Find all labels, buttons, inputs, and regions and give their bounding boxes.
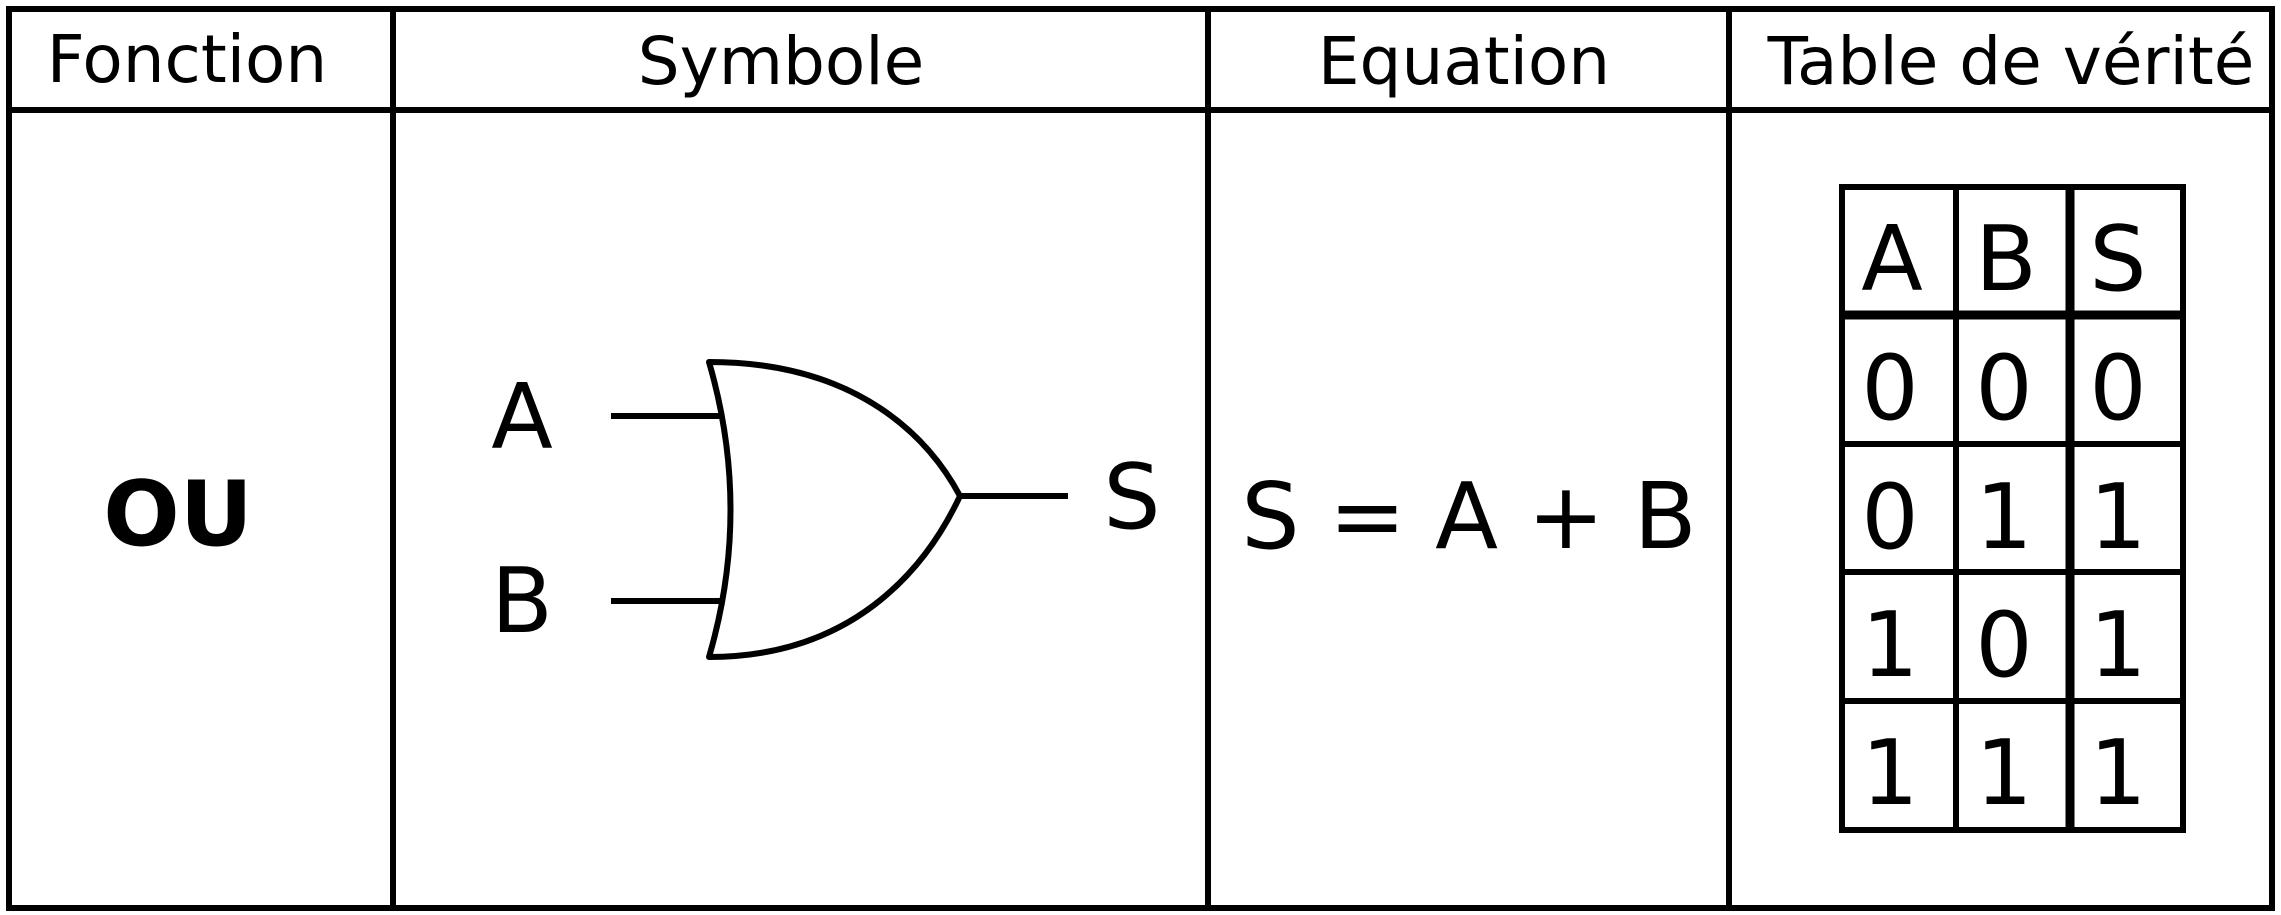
truth-table-cell: 1 (1861, 721, 1918, 826)
header-symbol: Symbole (638, 23, 924, 100)
truth-table-cell: 1 (2089, 465, 2146, 570)
truth-table-cell: 1 (2089, 721, 2146, 826)
truth-table-cell: 0 (1861, 336, 1918, 441)
output-label: S (1103, 445, 1160, 550)
input-b-label: B (491, 549, 553, 654)
truth-table-cell: 0 (1861, 465, 1918, 570)
truth-table-header-cell: B (1975, 207, 2037, 312)
header-truth-table: Table de vérité (1767, 23, 2255, 100)
input-a-label: A (491, 365, 553, 470)
truth-table-cell: 1 (1861, 593, 1918, 698)
table-border (6, 6, 2275, 911)
truth-table-cell: 1 (1975, 721, 2032, 826)
truth-table-cell: 0 (2089, 336, 2146, 441)
truth-table: A B S 0 0 0 0 1 1 1 0 1 1 1 1 (1839, 184, 2186, 833)
header-equation: Equation (1318, 23, 1610, 100)
truth-table-header-cell: S (2089, 207, 2146, 312)
function-name: OU (103, 462, 253, 567)
truth-table-cell: 1 (1975, 465, 2032, 570)
truth-table-cell: 1 (2089, 593, 2146, 698)
truth-table-border (1839, 184, 2186, 833)
truth-table-cell: 0 (1975, 593, 2032, 698)
header-function: Fonction (47, 21, 328, 98)
truth-table-header-cell: A (1861, 207, 1923, 312)
or-gate-body (706, 359, 963, 660)
table-grid (6, 6, 2275, 911)
truth-table-cell: 0 (1975, 336, 2032, 441)
or-gate-symbol: A B S (491, 359, 1161, 660)
boolean-equation: S = A + B (1241, 463, 1697, 570)
